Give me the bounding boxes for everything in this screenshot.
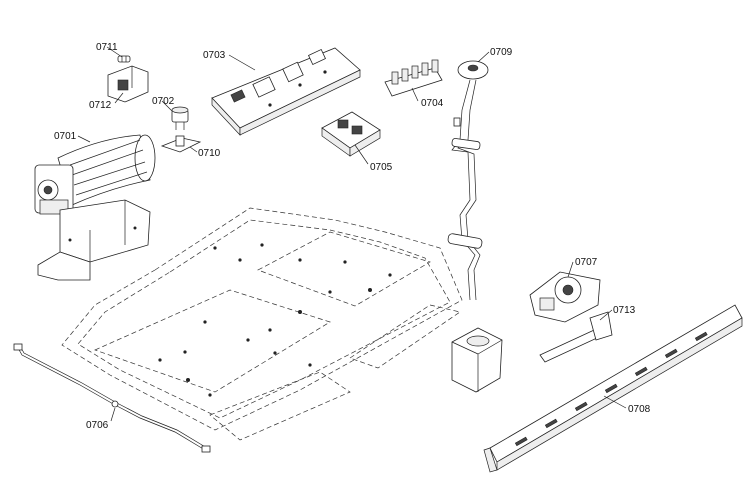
duct-drawing <box>451 327 503 393</box>
label-0705: 0705 <box>370 162 393 173</box>
fuse-holder-drawing <box>107 65 149 103</box>
label-0706: 0706 <box>86 420 109 431</box>
wire-harness-drawing <box>13 343 211 453</box>
relay-module-drawing <box>321 111 381 157</box>
temperature-sensor-drawing <box>447 60 489 301</box>
door-lock-motor-drawing <box>529 271 601 323</box>
label-0707: 0707 <box>575 257 598 268</box>
label-0713: 0713 <box>613 305 636 316</box>
thermostat-bracket-drawing <box>160 135 202 153</box>
base-plate <box>61 207 463 441</box>
label-0702: 0702 <box>152 96 175 107</box>
part-labels: 0711 0712 0702 0710 0701 0703 0704 0705 … <box>54 42 651 431</box>
thermostat-drawing <box>171 106 189 130</box>
mounting-rail-drawing <box>483 304 743 473</box>
terminal-block-drawing <box>384 59 443 97</box>
blower-fan-drawing <box>34 134 156 215</box>
fuse-drawing <box>117 55 131 63</box>
label-0704: 0704 <box>421 98 444 109</box>
label-0701: 0701 <box>54 131 77 142</box>
label-0708: 0708 <box>628 404 651 415</box>
label-0712: 0712 <box>89 100 112 111</box>
label-0710: 0710 <box>198 148 221 159</box>
label-0709: 0709 <box>490 47 513 58</box>
label-0703: 0703 <box>203 50 226 61</box>
lock-bracket-drawing <box>539 311 613 363</box>
control-board-drawing <box>211 47 361 136</box>
blower-bracket-drawing <box>37 199 151 281</box>
leader-lines <box>77 46 627 422</box>
label-0711: 0711 <box>96 42 118 53</box>
